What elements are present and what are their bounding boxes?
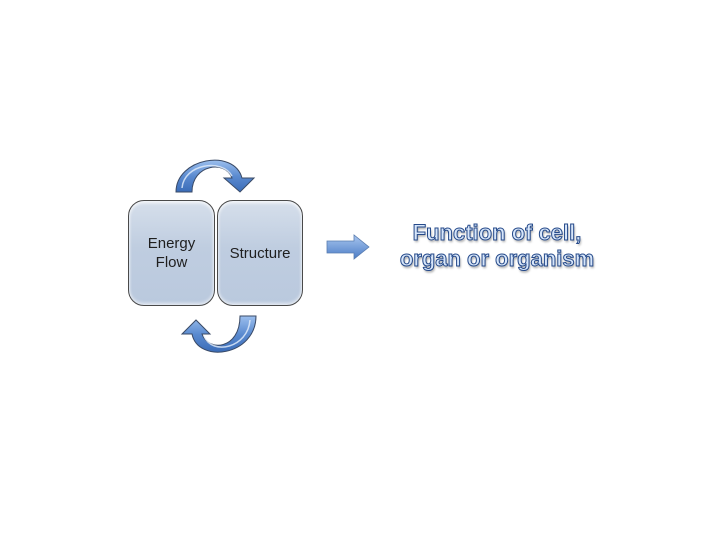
result-arrow-icon: [326, 234, 370, 260]
node-energy-flow: Energy Flow: [128, 200, 215, 306]
cycle-arrow-top-icon: [175, 159, 256, 193]
cycle-arrow-bottom-icon: [180, 315, 257, 353]
node-structure: Structure: [217, 200, 303, 306]
result-text: Function of cell, organ or organism: [399, 220, 595, 272]
node-energy-flow-label: Energy Flow: [147, 235, 196, 271]
node-structure-label: Structure: [229, 244, 291, 262]
